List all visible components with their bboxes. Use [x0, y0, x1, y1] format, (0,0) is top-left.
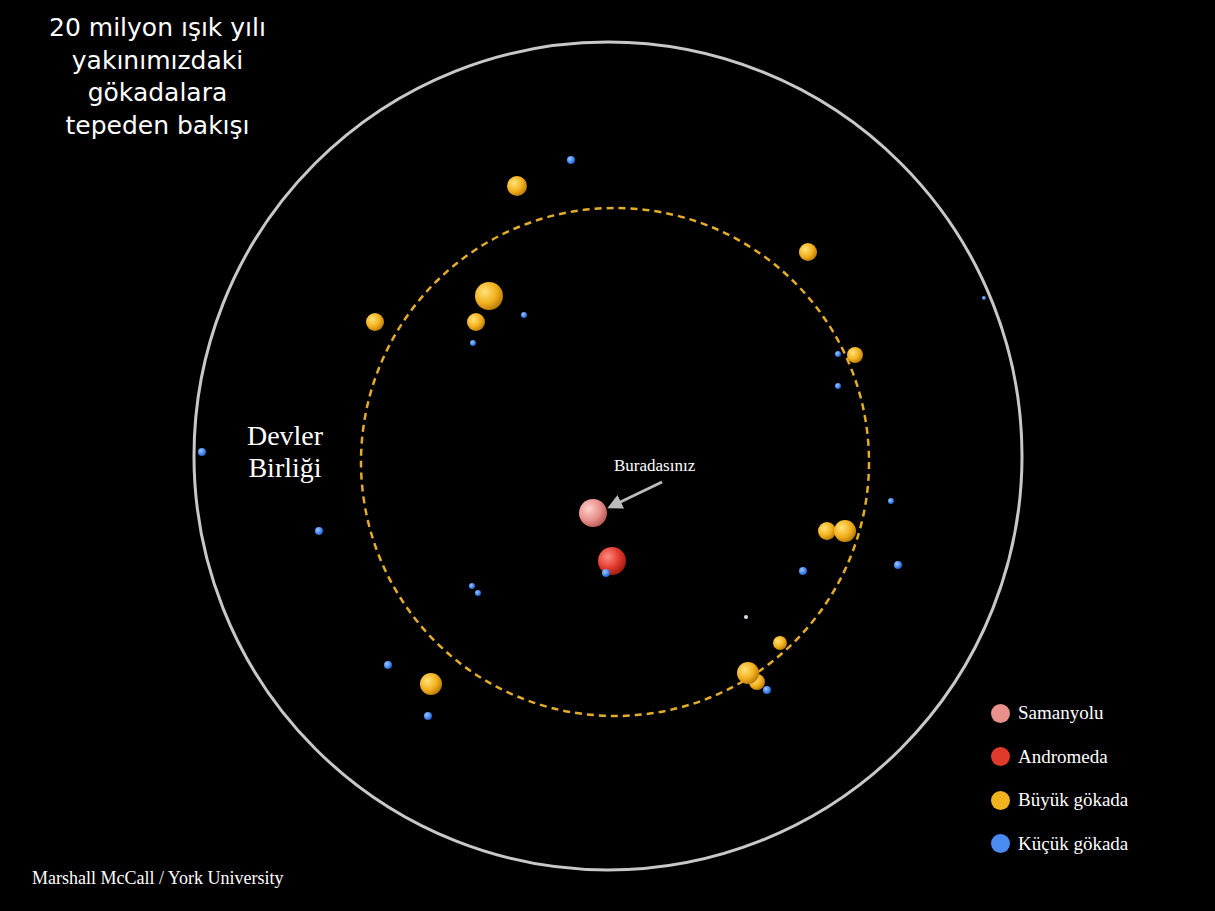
credit-label-holder: Marshall McCall / York University: [32, 868, 284, 890]
legend-entry: Küçük gökada: [991, 833, 1128, 855]
small-galaxy: [602, 569, 610, 577]
here-label-holder: Buradasınız: [614, 456, 695, 476]
legend-text: Samanyolu: [1018, 702, 1104, 724]
legend-entry: Samanyolu: [991, 702, 1104, 724]
milky-way: [579, 499, 607, 527]
legend-text: Büyük gökada: [1018, 789, 1128, 811]
large-galaxies: [366, 176, 863, 695]
legend-swatch: [991, 704, 1010, 723]
credit-label: Marshall McCall / York University: [32, 868, 284, 890]
pointer-arrow: [610, 482, 662, 507]
legend-entry: Andromeda: [991, 746, 1108, 768]
small-galaxies: [198, 156, 986, 720]
legend-text: Andromeda: [1018, 746, 1108, 768]
legend-swatch: [991, 834, 1010, 853]
here-label: Buradasınız: [614, 456, 695, 476]
title-block: 20 milyon ışık yılı yakınımızdaki gökada…: [40, 12, 275, 142]
legend-swatch: [991, 791, 1010, 810]
andromeda: [598, 547, 626, 575]
legend-entry: Büyük gökada: [991, 789, 1128, 811]
legend-text: Küçük gökada: [1018, 833, 1128, 855]
group-label-holder: Devler Birliği: [228, 420, 342, 484]
legend-swatch: [991, 747, 1010, 766]
title: 20 milyon ışık yılı yakınımızdaki gökada…: [40, 12, 275, 142]
council-ring: [361, 208, 869, 716]
group-label: Devler Birliği: [228, 420, 342, 484]
outer-boundary: [194, 42, 1022, 870]
